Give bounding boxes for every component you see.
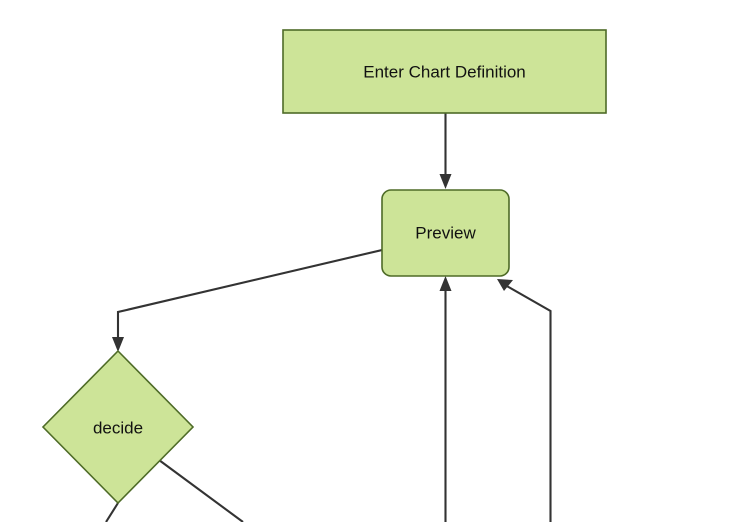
- node-decide-label: decide: [93, 418, 143, 437]
- node-decide-shape[interactable]: [41, 349, 195, 505]
- edge-enter-to-preview-arrowhead: [439, 174, 452, 189]
- node-enter-chart-definition-shape[interactable]: [282, 29, 607, 114]
- node-enter-chart-definition[interactable]: Enter Chart Definition: [282, 29, 607, 114]
- edge-enter-to-preview: [439, 113, 452, 189]
- edge-bottom-right-to-preview-arrowhead: [497, 279, 513, 291]
- edge-bottom-center-to-preview: [439, 276, 452, 522]
- node-preview-shape[interactable]: [381, 189, 510, 277]
- node-enter-chart-definition-label: Enter Chart Definition: [363, 62, 526, 81]
- node-preview[interactable]: Preview: [381, 189, 510, 277]
- edge-bottom-center-to-preview-arrowhead: [439, 276, 452, 291]
- edge-preview-to-decide-line: [116, 248, 383, 342]
- edge-preview-to-decide: [112, 248, 383, 352]
- edge-decide-right-out-line: [158, 459, 244, 522]
- edge-preview-to-decide-arrowhead: [112, 337, 124, 352]
- edge-decide-bottom-out-line: [105, 502, 119, 522]
- edge-bottom-right-to-preview: [497, 279, 552, 522]
- node-preview-label: Preview: [415, 223, 476, 242]
- edge-decide-right-out: [158, 459, 244, 522]
- node-decide[interactable]: decide: [41, 349, 195, 505]
- edge-decide-bottom-out: [105, 502, 119, 522]
- edge-bottom-right-to-preview-line: [504, 284, 552, 522]
